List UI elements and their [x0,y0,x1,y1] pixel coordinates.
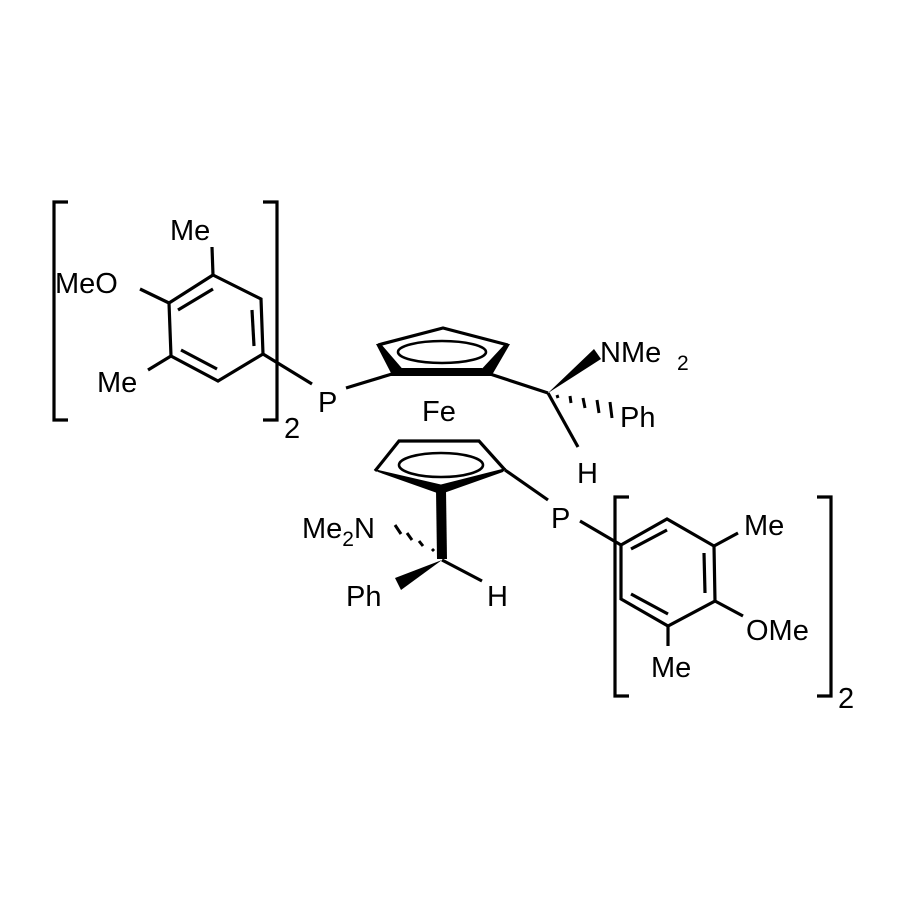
bottom-ph-wedge [395,560,442,590]
top-p-label: P [318,387,337,419]
top-nme2-wedge [548,349,601,393]
bottom-aryl-subscript: 2 [838,683,854,715]
bottom-aryl-me-top-bond [713,531,739,548]
bottom-aryl-me-bottom-label: Me [651,652,691,684]
top-aryl-me-bottom-bond [147,354,172,372]
top-aryl-double-2 [250,309,256,347]
bottom-ph-label: Ph [346,581,381,613]
top-h-bond [546,392,580,448]
right-bracket-bottom [817,495,833,698]
fe-label: Fe [422,396,456,428]
bottom-aryl-group: P Me OMe Me 2 [551,495,854,715]
bottom-sidechain: Me2N Ph H [302,513,508,613]
top-ph-hash-4 [595,399,601,414]
bottom-n-hash-1 [430,547,436,553]
bottom-cp-left-wedge [374,469,443,494]
top-aryl-group: Me MeO Me 2 P [52,200,337,445]
top-nme2-label: NMe [600,337,661,369]
top-cp-right-wedge [478,344,510,375]
bottom-cp-p-bond [504,468,549,502]
bottom-h-label: H [487,581,508,613]
top-ph-hash-1 [555,394,560,399]
top-h-label: H [577,458,598,490]
bottom-n-hash-4 [393,524,403,535]
bottom-cp-ch-wedge [436,490,447,559]
top-aryl-me-bottom-label: Me [97,367,137,399]
top-aryl-p-bond [262,352,313,386]
left-bracket-bottom [613,495,629,698]
bottom-aryl-double-2 [702,552,707,594]
bottom-n-hash-2 [417,540,425,547]
top-cp-back [377,326,509,347]
top-ph-hash-5 [608,401,614,419]
top-aryl-meo-bond [139,287,170,305]
bottom-cp-right-wedge [439,468,506,494]
top-cp-p-bond [345,372,393,390]
bottom-cp-ring [373,439,549,559]
bottom-h-bond [441,558,483,583]
top-nme2-subscript: 2 [677,352,689,375]
top-aryl-me-top-bond [210,246,215,276]
top-cp-left-wedge [376,344,406,375]
bottom-aryl-ome-label: OMe [746,615,809,647]
bottom-cp-back [373,439,507,472]
top-cp-ring [345,326,549,395]
right-bracket-top [263,200,279,422]
bottom-aryl-ring [619,517,717,628]
bottom-n-hash-3 [405,532,414,541]
bottom-me2n-label: Me2N [302,513,375,551]
top-cp-ch-bond [489,372,549,395]
bottom-cp-aromatic-circle [397,451,485,479]
left-bracket-top [52,200,68,422]
bottom-p-label: P [551,503,570,535]
top-ph-hash-3 [581,397,587,409]
top-cp-front-bond [390,368,492,376]
top-aryl-me-top-label: Me [170,215,210,247]
top-sidechain: NMe 2 Ph H [546,337,689,490]
top-aryl-ring [167,273,265,383]
top-ph-label: Ph [620,402,655,434]
top-cp-aromatic-circle [396,339,488,365]
top-aryl-double-1 [177,287,214,312]
top-aryl-subscript: 2 [284,413,300,445]
bottom-aryl-ome-bond [714,599,744,618]
bottom-aryl-double-3 [630,592,669,616]
bottom-aryl-me-top-label: Me [744,510,784,542]
top-aryl-meo-label: MeO [55,268,118,300]
top-ph-hash-2 [568,395,573,404]
bottom-aryl-double-1 [630,528,668,551]
top-aryl-double-3 [180,348,218,371]
